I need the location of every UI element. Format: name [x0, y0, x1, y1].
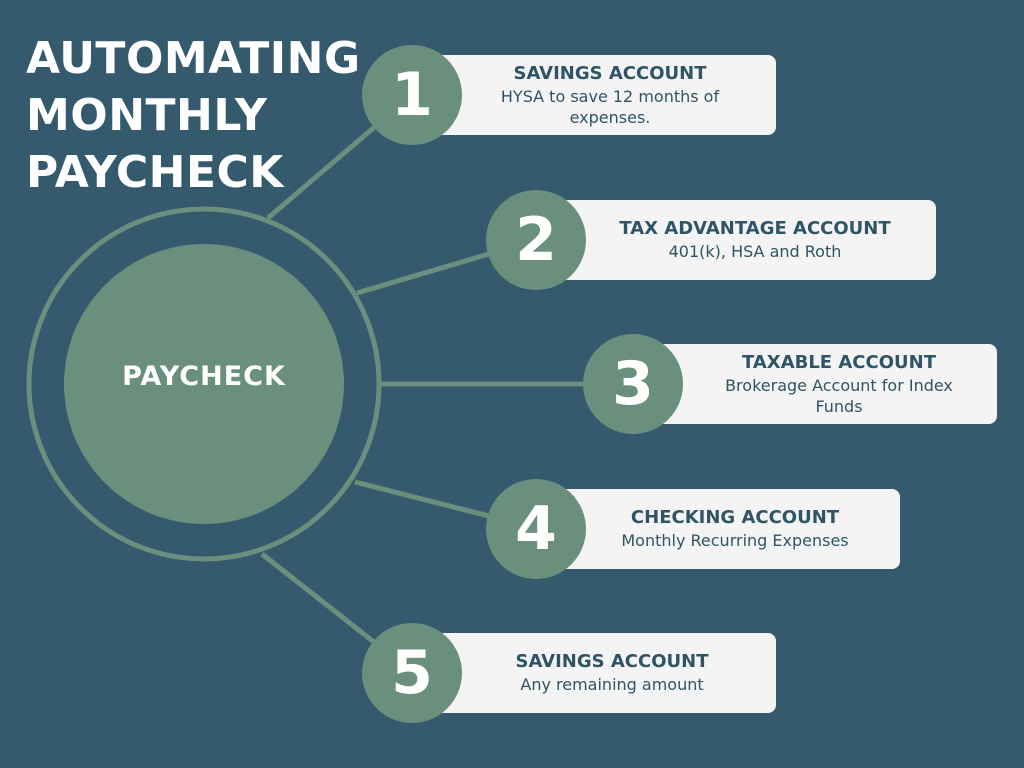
hub-outer-ring — [26, 206, 382, 562]
title-line-1: AUTOMATING — [26, 33, 361, 84]
step-number-3: 3 — [583, 334, 683, 434]
hub-label: PAYCHECK — [122, 361, 286, 392]
hub-inner-circle — [64, 244, 344, 524]
step-card-3: TAXABLE ACCOUNT Brokerage Account for In… — [641, 344, 997, 424]
page-title: AUTOMATING MONTHLY PAYCHECK — [26, 30, 361, 201]
step-card-3-text: TAXABLE ACCOUNT Brokerage Account for In… — [709, 344, 969, 424]
step-card-5-text: SAVINGS ACCOUNT Any remaining amount — [484, 633, 740, 713]
step-number-5: 5 — [362, 623, 462, 723]
step-card-1: SAVINGS ACCOUNT HYSA to save 12 months o… — [420, 55, 776, 135]
step-number-2: 2 — [486, 190, 586, 290]
step-3-description: Brokerage Account for Index Funds — [725, 375, 953, 416]
step-3-title: TAXABLE ACCOUNT — [742, 351, 936, 373]
step-1-description: HYSA to save 12 months of expenses. — [500, 86, 720, 127]
step-2-title: TAX ADVANTAGE ACCOUNT — [619, 218, 891, 239]
step-5-title: SAVINGS ACCOUNT — [515, 651, 709, 672]
step-card-1-text: SAVINGS ACCOUNT HYSA to save 12 months o… — [480, 55, 740, 135]
step-card-4-text: CHECKING ACCOUNT Monthly Recurring Expen… — [600, 489, 870, 569]
step-2-description: 401(k), HSA and Roth — [668, 242, 842, 261]
step-4-description: Monthly Recurring Expenses — [621, 531, 849, 550]
step-5-description: Any remaining amount — [520, 675, 704, 694]
step-number-1: 1 — [362, 45, 462, 145]
title-line-2: MONTHLY — [26, 90, 268, 141]
step-card-2-text: TAX ADVANTAGE ACCOUNT 401(k), HSA and Ro… — [585, 200, 925, 280]
step-number-4: 4 — [486, 479, 586, 579]
step-card-5: SAVINGS ACCOUNT Any remaining amount — [420, 633, 776, 713]
step-1-title: SAVINGS ACCOUNT — [513, 62, 707, 84]
step-card-4: CHECKING ACCOUNT Monthly Recurring Expen… — [545, 489, 900, 569]
title-line-3: PAYCHECK — [26, 147, 284, 198]
step-4-title: CHECKING ACCOUNT — [630, 507, 840, 528]
step-card-2: TAX ADVANTAGE ACCOUNT 401(k), HSA and Ro… — [545, 200, 936, 280]
